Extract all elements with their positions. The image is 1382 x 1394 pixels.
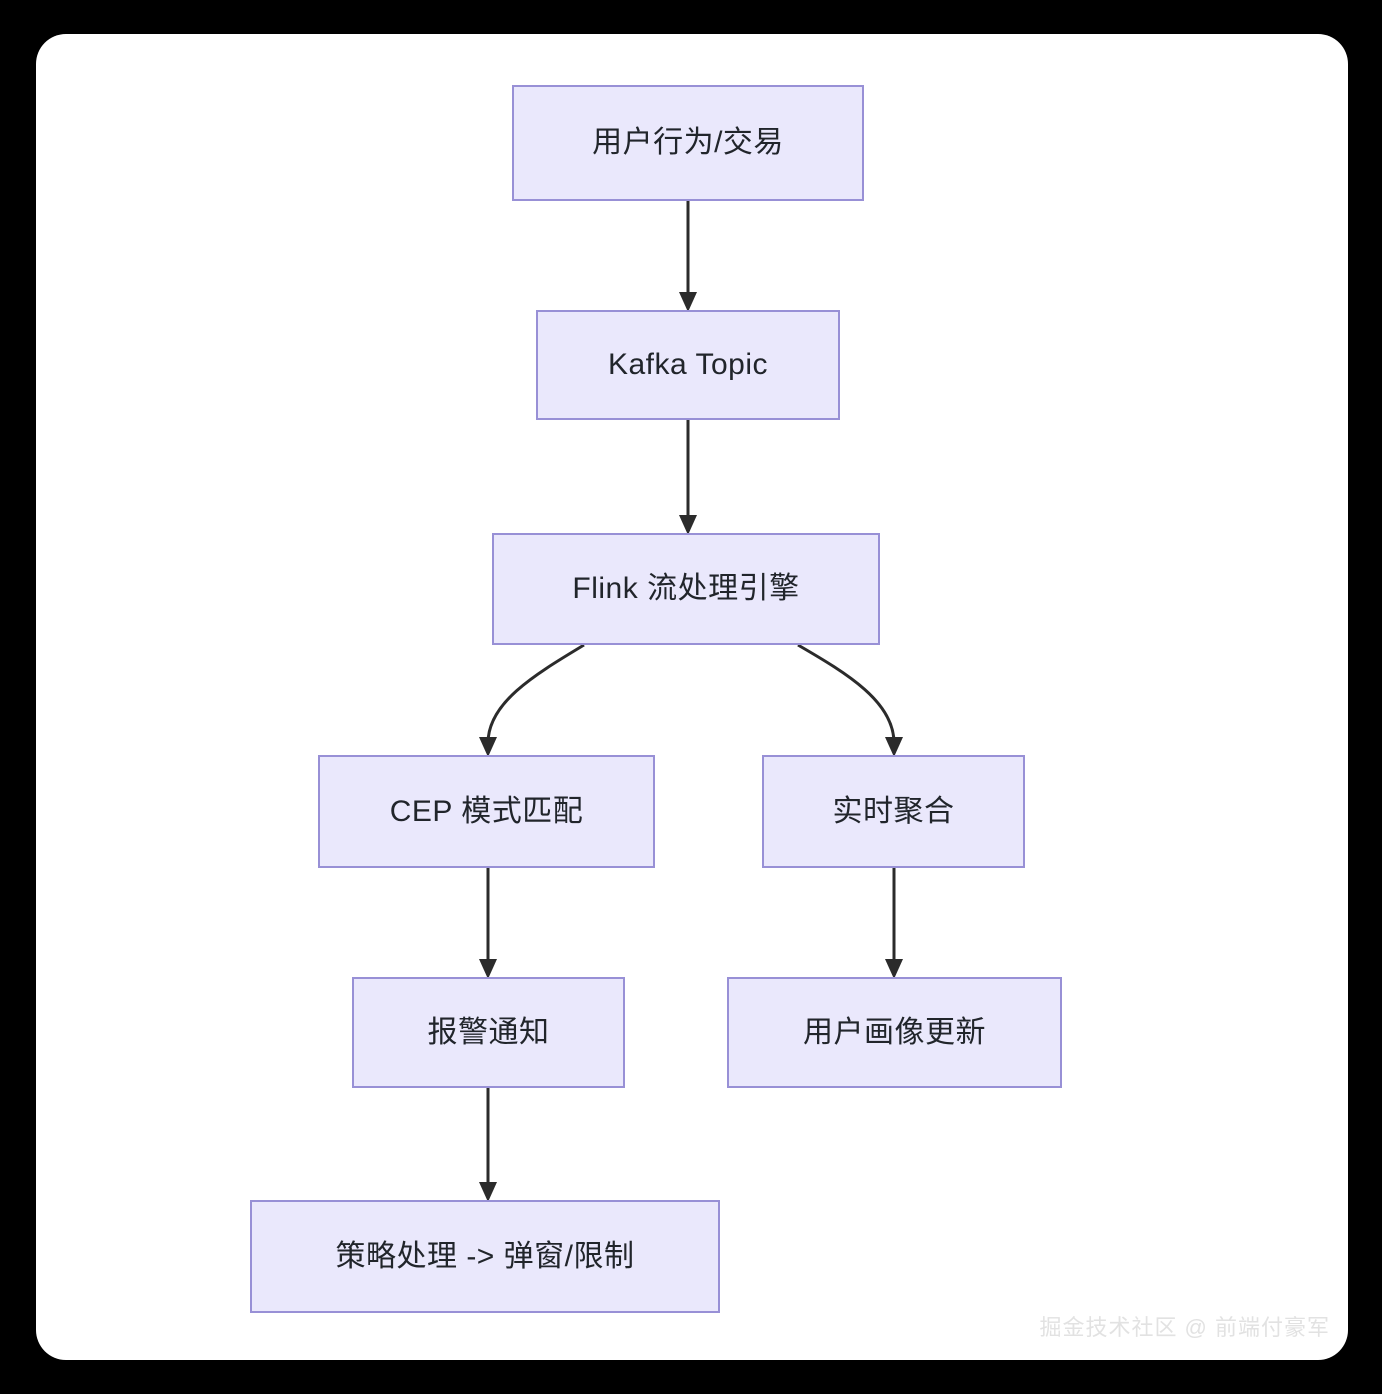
edge-flink-to-cep [479, 643, 585, 757]
node-label: 用户行为/交易 [592, 126, 784, 159]
node-label: 策略处理 -> 弹窗/限制 [335, 1239, 635, 1273]
node-flink-stream-engine[interactable]: Flink 流处理引擎 [492, 533, 880, 645]
node-user-behavior-transaction[interactable]: 用户行为/交易 [512, 85, 864, 201]
node-policy-handling[interactable]: 策略处理 -> 弹窗/限制 [250, 1200, 720, 1313]
node-label: Flink 流处理引擎 [572, 572, 800, 605]
flowchart-canvas: 用户行为/交易 Kafka Topic Flink 流处理引擎 CEP 模式匹配… [36, 34, 1348, 1360]
edge-flink-to-agg [797, 643, 903, 757]
node-alert-notification[interactable]: 报警通知 [352, 977, 625, 1088]
node-kafka-topic[interactable]: Kafka Topic [536, 310, 840, 420]
edge-kafka-to-flink [679, 420, 697, 535]
node-label: Kafka Topic [607, 348, 769, 381]
watermark-text: 掘金技术社区 @ 前端付豪军 [1039, 1315, 1330, 1340]
node-label: CEP 模式匹配 [389, 794, 584, 828]
node-user-profile-update[interactable]: 用户画像更新 [727, 977, 1062, 1088]
node-realtime-aggregation[interactable]: 实时聚合 [762, 755, 1025, 868]
node-cep-pattern-matching[interactable]: CEP 模式匹配 [318, 755, 655, 868]
edge-source-to-kafka [679, 201, 697, 312]
diagram-card: 用户行为/交易 Kafka Topic Flink 流处理引擎 CEP 模式匹配… [36, 34, 1348, 1360]
node-label: 用户画像更新 [803, 1015, 986, 1049]
edge-agg-to-profile [885, 868, 903, 979]
edge-alert-to-policy [479, 1088, 497, 1202]
edge-layer [479, 201, 903, 1202]
node-label: 实时聚合 [832, 794, 955, 828]
node-label: 报警通知 [427, 1015, 550, 1049]
edge-cep-to-alert [479, 868, 497, 979]
